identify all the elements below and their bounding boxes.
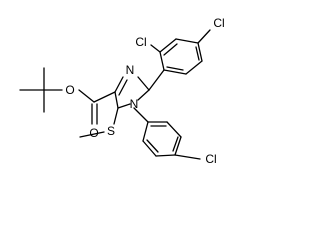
bond-aryl-c5-c6 [185,60,203,75]
bond-aryl-to-cl-top [197,29,211,44]
bond-cp-c4-c5 [174,136,182,156]
bond-oxygen-to-carbonyl [78,89,95,103]
chemical-structure-diagram: Cl Cl N O N O S Cl [19,16,225,166]
bond-aryl-c2-c3 [159,38,177,53]
bond-c5-c4 [114,91,119,109]
bonds [19,29,211,160]
bond-n1-to-aryl [133,107,149,123]
bond-aryl-c3-c4 [175,38,199,44]
bond-cp-inner-1 [146,139,159,153]
bond-cp-to-cl-bottom [174,154,201,160]
bond-c4-n3-b [118,79,128,96]
bond-cp-c5-c6 [166,121,182,138]
bond-cp-c1-c2 [142,121,149,142]
bond-c2-n1 [137,89,150,101]
atom-o-carbonyl: O [89,126,98,140]
bond-aryl-c6-c1 [163,69,187,75]
bond-cp-c2-c3 [142,140,157,157]
bond-c5-sulfur [113,107,119,125]
bond-n3-c2 [137,76,150,91]
bond-c2-to-aryl [148,69,165,91]
bond-sulfur-methyl [79,131,105,138]
atom-n-ring-top: N [126,63,135,77]
bond-aryl-inner-2 [195,46,200,61]
bond-aryl-inner-1 [163,43,178,56]
bond-carbonyl-to-c4 [93,91,116,103]
bond-aryl-inner-3 [166,66,184,71]
bond-aryl-to-cl-left [150,44,161,53]
bond-c4-n3-a [114,76,124,93]
atom-cl-left: Cl [135,35,146,49]
atom-cl-top: Cl [213,16,224,30]
bond-cp-c3-c4 [155,154,176,157]
atom-n-ring-bottom: N [130,97,139,111]
bond-n1-c5 [117,103,131,109]
bond-cp-inner-2 [172,136,179,152]
bond-aryl-c4-c5 [197,42,203,62]
atom-o-ester: O [65,83,74,97]
atom-cl-bottom: Cl [205,152,216,166]
atom-s-thio: S [107,124,115,138]
atom-labels: Cl Cl N O N O S Cl [65,16,224,166]
bond-aryl-c1-c2 [159,51,165,71]
